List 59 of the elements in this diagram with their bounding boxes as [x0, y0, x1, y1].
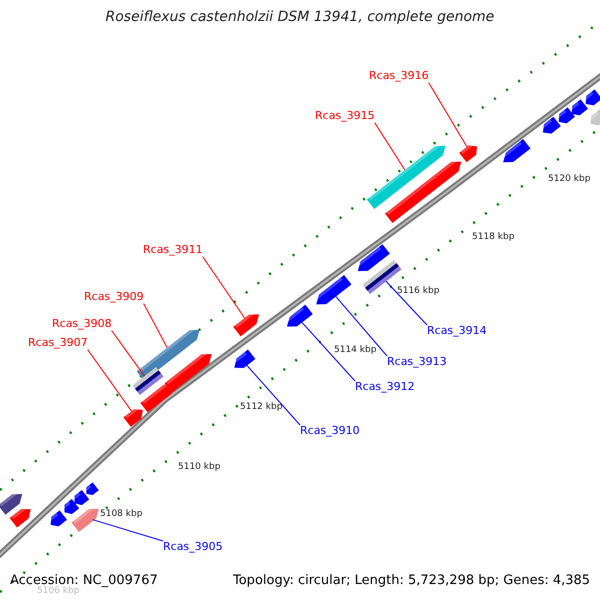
leader-line — [386, 280, 428, 326]
accession-text: Accession: NC_009767 — [10, 574, 158, 588]
gene-label: Rcas_3913 — [387, 356, 447, 369]
leader-line — [374, 122, 406, 170]
gene-block — [140, 382, 174, 412]
gene-block — [136, 328, 200, 381]
gene-block — [233, 312, 260, 336]
genome-info-text: Topology: circular; Length: 5,723,298 bp; Genes: 4,385 — [233, 574, 590, 589]
gene-label: Rcas_3908 — [52, 318, 112, 331]
scale-label: 5106 kbp — [37, 586, 80, 596]
gene-label: Rcas_3916 — [369, 70, 429, 83]
gene-label: Rcas_3905 — [163, 541, 223, 554]
gene-label: Rcas_3907 — [28, 337, 88, 350]
leader-line — [246, 365, 300, 426]
gene-block — [556, 107, 575, 124]
gene-block — [72, 490, 90, 506]
scale-label: 5118 kbp — [472, 232, 514, 242]
gene-block — [10, 506, 31, 528]
leader-line — [111, 330, 145, 377]
gene-block — [588, 109, 600, 126]
gene-block — [540, 116, 561, 134]
scale-label: 5116 kbp — [397, 286, 440, 296]
gene-block — [314, 274, 352, 304]
scale-label: 5110 kbp — [178, 462, 220, 472]
gene-label: Rcas_3915 — [315, 110, 375, 123]
gene-label: Rcas_3910 — [300, 425, 360, 438]
gene-block — [132, 367, 164, 395]
gene-label: Rcas_3909 — [84, 291, 144, 304]
gene-label: Rcas_3914 — [427, 325, 487, 338]
gene-block — [164, 352, 212, 393]
leader-line — [87, 349, 132, 412]
leader-line — [335, 296, 388, 356]
leader-line — [428, 82, 468, 148]
gene-block — [459, 144, 478, 162]
leader-line — [302, 322, 356, 382]
leader-line — [92, 519, 164, 542]
scale-label: 5120 kbp — [548, 174, 590, 184]
gene-block — [123, 408, 143, 427]
gene-block — [366, 144, 446, 209]
gene-block — [584, 89, 600, 106]
leader-line — [202, 256, 246, 318]
gene-block — [570, 99, 588, 116]
scale-label: 5114 kbp — [334, 345, 376, 356]
leader-line — [143, 303, 168, 348]
gene-label: Rcas_3911 — [143, 244, 203, 257]
gene-block — [48, 510, 67, 526]
gene-block — [284, 304, 313, 327]
gene-block — [501, 139, 531, 162]
gene-block — [0, 492, 22, 515]
title: Roseiflexus castenholzii DSM 13941, complete genome — [106, 9, 494, 26]
gene-block — [232, 350, 256, 368]
gene-label: Rcas_3912 — [355, 381, 415, 394]
gene-block — [356, 244, 390, 272]
scale-label: 5108 kbp — [100, 509, 142, 520]
gene-block — [71, 506, 99, 532]
scale-label: 5112 kbp — [240, 402, 282, 412]
gene-block — [62, 498, 80, 514]
gene-block — [385, 159, 462, 224]
gene-block — [84, 482, 99, 496]
